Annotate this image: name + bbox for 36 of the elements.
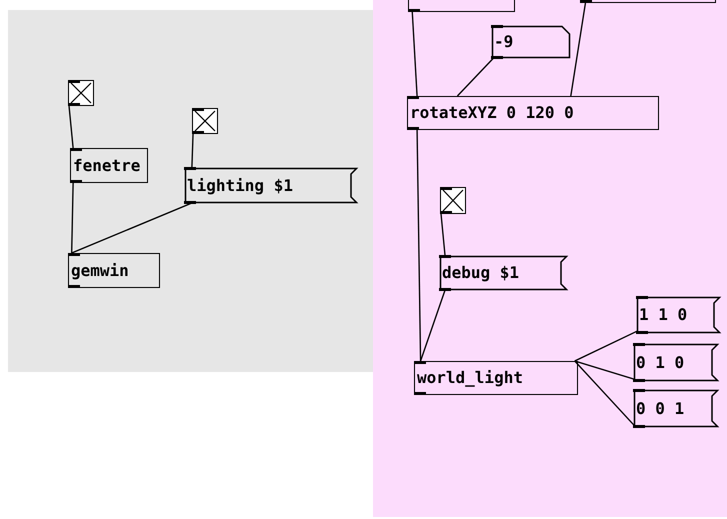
object-text: 1 1 0 bbox=[639, 307, 688, 323]
object-text: rotateXYZ 0 120 0 bbox=[410, 105, 574, 121]
object-text: debug $1 bbox=[442, 265, 520, 281]
patch-cord bbox=[456, 58, 494, 96]
object-box bbox=[407, 96, 659, 130]
patch-cord bbox=[440, 214, 446, 256]
patch-cord bbox=[71, 182, 74, 254]
object-box bbox=[414, 361, 578, 395]
patch-cord bbox=[570, 2, 586, 96]
object-text: lighting $1 bbox=[187, 178, 293, 194]
toggle-checkbox bbox=[192, 108, 218, 134]
message-box bbox=[185, 168, 357, 203]
patch-cord bbox=[574, 330, 638, 362]
object-text: 0 0 1 bbox=[636, 400, 684, 416]
patch-cord bbox=[574, 360, 634, 426]
object-text: 0 1 0 bbox=[636, 354, 684, 370]
object-text: fenetre bbox=[73, 158, 140, 174]
object-box bbox=[68, 253, 160, 288]
patch-cord bbox=[412, 12, 418, 96]
patch-cord bbox=[574, 360, 634, 380]
patch-cord bbox=[191, 134, 194, 168]
message-box bbox=[637, 297, 720, 333]
message-box bbox=[440, 256, 567, 290]
object-text: -9 bbox=[494, 34, 514, 50]
patch-cord bbox=[68, 106, 74, 148]
message-box bbox=[634, 344, 718, 381]
object-box bbox=[70, 148, 148, 183]
message-box bbox=[634, 390, 718, 427]
object-text: gemwin bbox=[71, 262, 129, 278]
toggle-checkbox bbox=[440, 187, 466, 214]
number-box bbox=[492, 26, 570, 58]
patch-cord bbox=[420, 290, 446, 362]
patch-cord bbox=[71, 202, 192, 254]
patch-cord bbox=[416, 130, 422, 361]
toggle-checkbox bbox=[68, 80, 94, 106]
object-text: world_light bbox=[417, 370, 523, 386]
